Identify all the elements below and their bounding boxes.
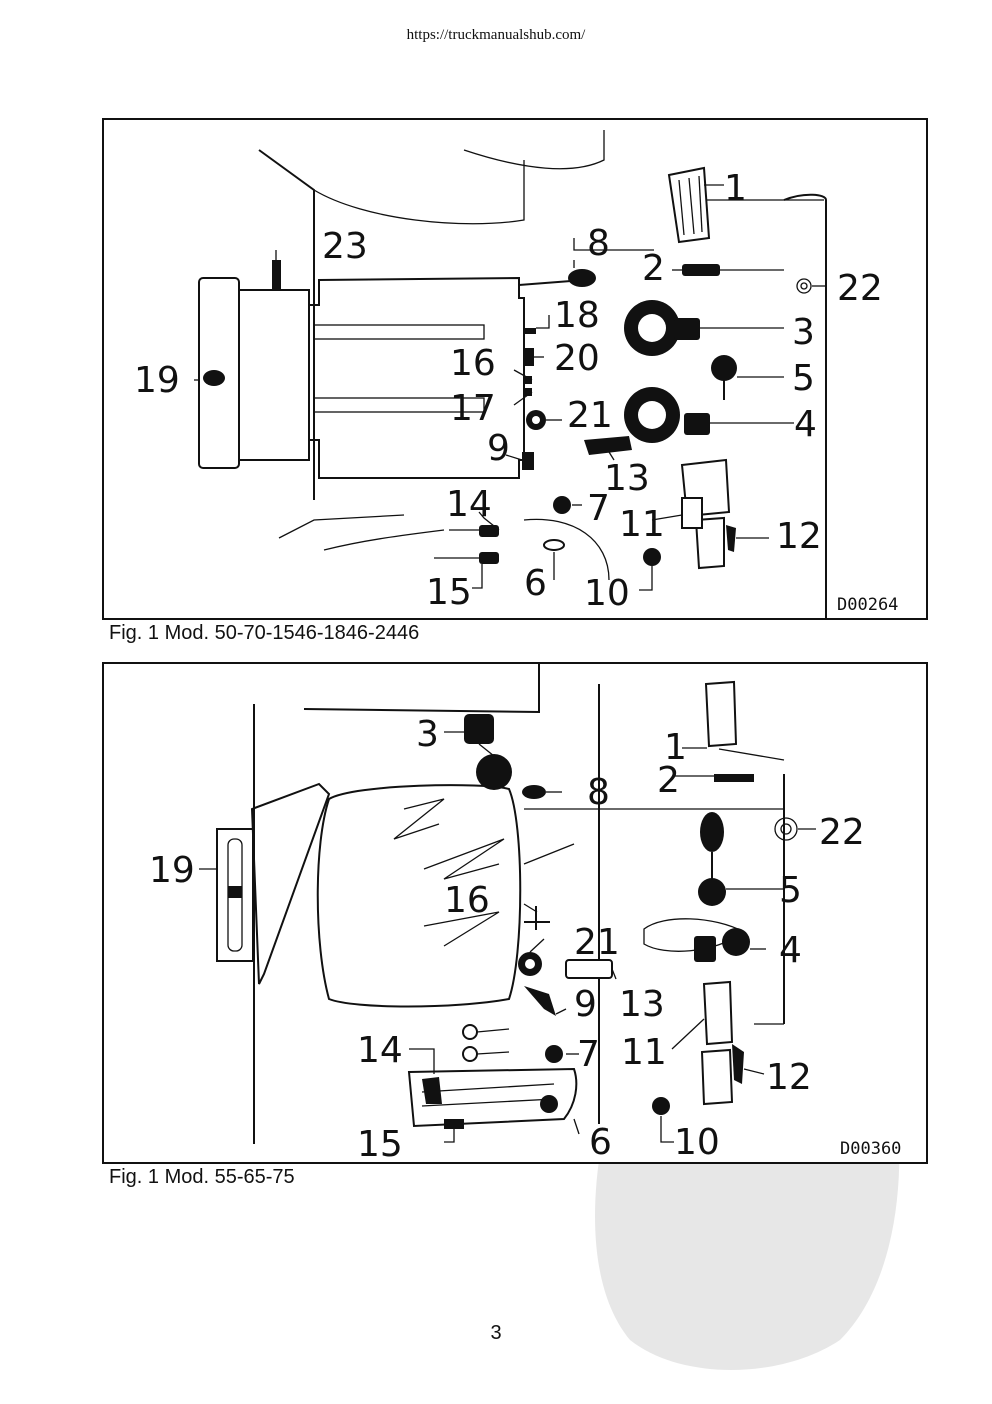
fig1-callout-21: 21 [567, 395, 613, 436]
fig1-drawing-code: D00264 [837, 595, 898, 615]
fig2-callout-11: 11 [621, 1032, 667, 1073]
fig1-callout-9: 9 [487, 428, 510, 469]
fig1-callout-20: 20 [554, 338, 600, 379]
fig2-callout-7: 7 [577, 1034, 600, 1075]
fig2-callout-21: 21 [574, 922, 620, 963]
header-url[interactable]: https://truckmanualshub.com/ [406, 27, 586, 43]
fig2-callout-22: 22 [819, 812, 865, 853]
fig1-callout-11: 11 [619, 504, 665, 545]
figure-1-diagram: 1 2 3 4 5 6 7 8 9 10 11 12 13 14 15 16 1… [134, 130, 898, 618]
figure-2-diagram: 1 2 3 4 5 6 7 8 9 10 11 12 13 14 15 16 1… [149, 664, 901, 1162]
fig1-callout-6: 6 [524, 563, 547, 604]
fig1-callout-22: 22 [837, 268, 883, 309]
fig1-callout-10: 10 [584, 573, 630, 614]
fig1-callout-16: 16 [450, 343, 496, 384]
figure-2-caption: Fig. 1 Mod. 55-65-75 [109, 1166, 295, 1188]
fig1-callout-2: 2 [642, 248, 665, 289]
figure-1-frame: 1 2 3 4 5 6 7 8 9 10 11 12 13 14 15 16 1… [102, 118, 928, 620]
fig2-callout-19: 19 [149, 850, 195, 891]
fig1-callout-7: 7 [587, 488, 610, 529]
fig1-callout-14: 14 [446, 484, 492, 525]
fig2-callout-12: 12 [766, 1057, 812, 1098]
fig1-callout-12: 12 [776, 516, 822, 557]
fig1-callout-19: 19 [134, 360, 180, 401]
fig1-callout-17: 17 [450, 388, 496, 429]
figure-1-caption: Fig. 1 Mod. 50-70-1546-1846-2446 [109, 622, 420, 644]
fig1-callout-4: 4 [794, 404, 817, 445]
fig2-callout-9: 9 [574, 984, 597, 1025]
figure-2-frame: 1 2 3 4 5 6 7 8 9 10 11 12 13 14 15 16 1… [102, 662, 928, 1164]
fig1-callout-15: 15 [426, 572, 472, 613]
fig2-callout-2: 2 [657, 760, 680, 801]
fig2-callout-16: 16 [444, 880, 490, 921]
fig2-callout-5: 5 [779, 870, 802, 911]
fig1-callout-23: 23 [322, 226, 368, 267]
fig2-callout-13: 13 [619, 984, 665, 1025]
fig2-drawing-code: D00360 [840, 1139, 901, 1159]
page-number: 3 [490, 1322, 502, 1344]
fig2-callout-8: 8 [587, 772, 610, 813]
fig1-callout-1: 1 [724, 168, 747, 209]
fig2-callout-4: 4 [779, 930, 802, 971]
fig2-callout-10: 10 [674, 1122, 720, 1162]
fig1-callout-5: 5 [792, 358, 815, 399]
fig2-callout-15: 15 [357, 1124, 403, 1162]
fig1-callout-18: 18 [554, 295, 600, 336]
fig2-callout-1: 1 [664, 727, 687, 768]
fig2-callout-6: 6 [589, 1122, 612, 1162]
fig1-callout-3: 3 [792, 312, 815, 353]
fig1-callout-13: 13 [604, 458, 650, 499]
fig2-callout-3: 3 [416, 714, 439, 755]
fig2-callout-14: 14 [357, 1030, 403, 1071]
fig1-callout-8: 8 [587, 223, 610, 264]
